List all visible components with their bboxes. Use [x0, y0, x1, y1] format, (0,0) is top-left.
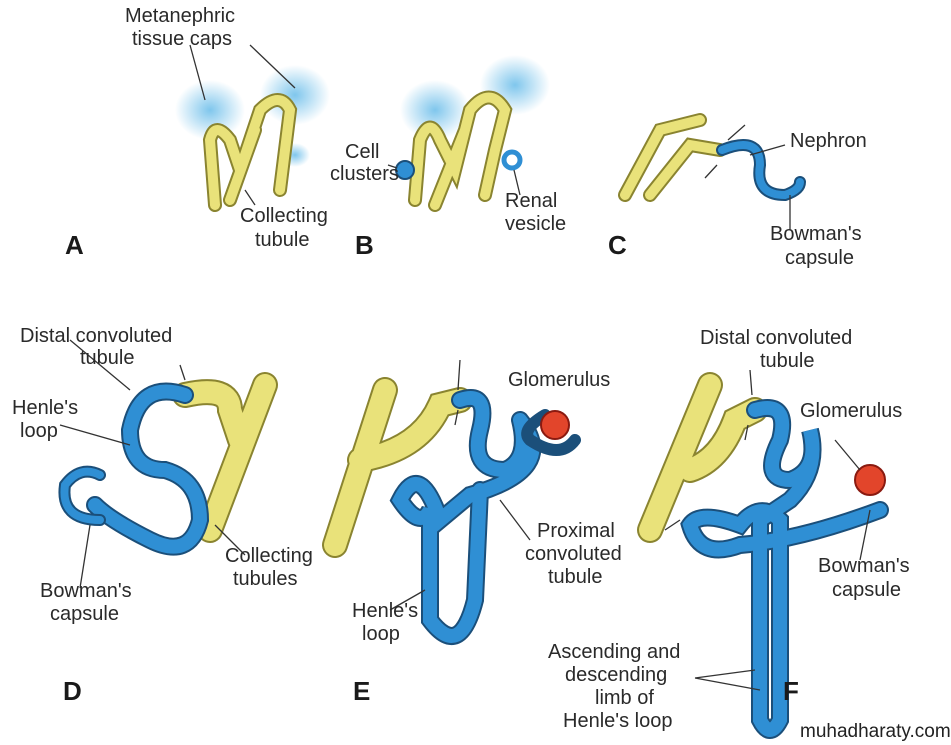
- label-loop-d: loop: [20, 420, 58, 442]
- collecting-tubule-shape: [204, 95, 296, 210]
- cell-cluster: [395, 160, 415, 180]
- renal-vesicle: [501, 149, 523, 171]
- label-collecting: Collecting: [240, 205, 328, 227]
- label-distal-d-tubule: tubule: [80, 347, 135, 369]
- panel-label-c: C: [608, 230, 627, 260]
- label-bowman-c: Bowman's: [770, 223, 862, 245]
- panel-label-a: A: [65, 230, 84, 260]
- label-tissue-caps: tissue caps: [132, 28, 232, 50]
- glomerulus-shape: [540, 410, 570, 440]
- panel-f-drawing: [637, 369, 889, 739]
- bowmans-capsule-shape: [60, 467, 104, 524]
- label-tubule: tubule: [255, 229, 310, 251]
- nephron-tubule-shape: [88, 384, 208, 554]
- label-glomerulus-f: Glomerulus: [800, 400, 902, 422]
- tissue-cap: [175, 80, 245, 140]
- label-bowman-d: Bowman's: [40, 580, 132, 602]
- label-clusters: clusters: [330, 163, 399, 185]
- tissue-cap: [260, 65, 330, 125]
- label-nephron: Nephron: [790, 130, 867, 152]
- glomerulus-shape: [854, 464, 886, 496]
- panel-e-drawing: [322, 359, 581, 645]
- panel-a-drawing: [175, 44, 330, 212]
- label-henle-d: Henle's: [12, 397, 78, 419]
- label-henles-loop-f: Henle's loop: [563, 710, 672, 732]
- panel-label-f: F: [783, 676, 799, 706]
- label-metanephric: Metanephric: [125, 5, 235, 27]
- panel-label-e: E: [353, 676, 370, 706]
- label-capsule-d: capsule: [50, 603, 119, 625]
- label-convoluted: convoluted: [525, 543, 622, 565]
- label-bowman-f: Bowman's: [818, 555, 910, 577]
- panel-c-drawing: [618, 113, 806, 230]
- label-limb-of: limb of: [595, 687, 654, 709]
- panel-d-drawing: [58, 339, 278, 589]
- labels: Metanephric tissue caps Cell clusters Co…: [12, 5, 951, 742]
- label-proximal-tubule: tubule: [548, 566, 603, 588]
- label-capsule-f: capsule: [832, 579, 901, 601]
- label-loop-e: loop: [362, 623, 400, 645]
- panel-label-b: B: [355, 230, 374, 260]
- label-distal-f-tubule: tubule: [760, 350, 815, 372]
- label-vesicle: vesicle: [505, 213, 566, 235]
- label-ascending: Ascending and: [548, 641, 680, 663]
- label-cell: Cell: [345, 141, 379, 163]
- label-descending: descending: [565, 664, 667, 686]
- nephron-tubule-shape: [682, 401, 887, 737]
- label-distal-f: Distal convoluted: [700, 327, 852, 349]
- label-tubules-d: tubules: [233, 568, 298, 590]
- label-glomerulus-e: Glomerulus: [508, 369, 610, 391]
- label-distal-d: Distal convoluted: [20, 325, 172, 347]
- label-collecting-d: Collecting: [225, 545, 313, 567]
- label-renal: Renal: [505, 190, 557, 212]
- nephron-tubule-shape: [391, 391, 540, 643]
- panel-b-drawing: [387, 55, 550, 212]
- nephron-shape: [718, 141, 804, 200]
- label-henle-e: Henle's: [352, 600, 418, 622]
- panel-label-d: D: [63, 676, 82, 706]
- label-proximal: Proximal: [537, 520, 615, 542]
- label-capsule-c: capsule: [785, 247, 854, 269]
- watermark: muhadharaty.com: [800, 721, 951, 742]
